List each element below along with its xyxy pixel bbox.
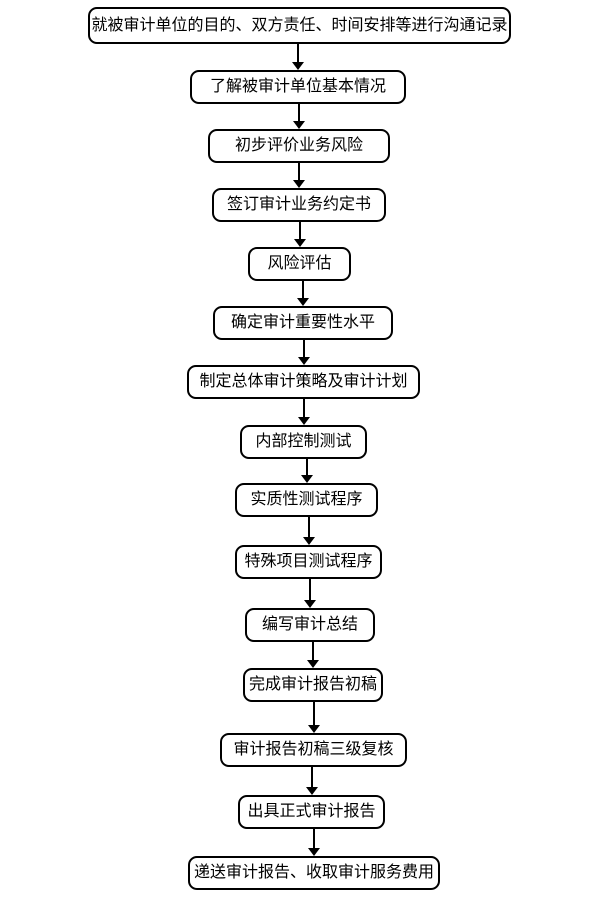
arrow-line: [313, 702, 315, 725]
arrow-down-icon: [308, 829, 320, 856]
flow-node-sign-engagement-letter: 签订审计业务约定书: [212, 188, 386, 222]
flow-node-preliminary-risk-eval: 初步评价业务风险: [208, 129, 390, 163]
arrow-line: [309, 579, 311, 600]
flow-node-risk-assessment: 风险评估: [248, 247, 351, 281]
arrow-head-icon: [297, 298, 309, 306]
flow-node-audit-strategy-plan: 制定总体审计策略及审计计划: [187, 365, 420, 399]
arrow-line: [312, 642, 314, 660]
arrow-down-icon: [297, 281, 309, 306]
arrow-down-icon: [303, 517, 315, 545]
flow-node-draft-report: 完成审计报告初稿: [243, 668, 383, 702]
arrow-down-icon: [304, 579, 316, 608]
flow-node-special-project-test: 特殊项目测试程序: [235, 545, 382, 579]
arrow-head-icon: [307, 660, 319, 668]
arrow-head-icon: [293, 121, 305, 129]
arrow-line: [308, 517, 310, 537]
arrow-head-icon: [304, 600, 316, 608]
arrow-down-icon: [298, 340, 310, 365]
flow-node-audit-summary: 编写审计总结: [245, 608, 375, 642]
arrow-line: [298, 104, 300, 121]
arrow-head-icon: [298, 417, 310, 425]
arrow-line: [313, 829, 315, 848]
arrow-head-icon: [293, 180, 305, 188]
flow-node-communication-record: 就被审计单位的目的、双方责任、时间安排等进行沟通记录: [88, 7, 511, 44]
arrow-line: [298, 163, 300, 180]
arrow-down-icon: [301, 459, 313, 483]
flow-node-issue-formal-report: 出具正式审计报告: [238, 795, 385, 829]
arrow-head-icon: [308, 725, 320, 733]
flow-node-three-level-review: 审计报告初稿三级复核: [220, 733, 407, 767]
arrow-down-icon: [294, 222, 306, 247]
arrow-down-icon: [306, 767, 318, 795]
flow-node-deliver-report-collect-fee: 递送审计报告、收取审计服务费用: [188, 856, 440, 890]
arrow-line: [306, 459, 308, 475]
arrow-down-icon: [293, 104, 305, 129]
flow-node-understand-client: 了解被审计单位基本情况: [190, 70, 406, 104]
flow-node-materiality-level: 确定审计重要性水平: [213, 306, 393, 340]
arrow-line: [297, 44, 299, 62]
arrow-line: [302, 281, 304, 298]
flow-node-substantive-test: 实质性测试程序: [235, 483, 378, 517]
arrow-line: [299, 222, 301, 239]
arrow-down-icon: [293, 163, 305, 188]
arrow-line: [303, 340, 305, 357]
arrow-down-icon: [308, 702, 320, 733]
arrow-head-icon: [298, 357, 310, 365]
arrow-down-icon: [307, 642, 319, 668]
arrow-head-icon: [301, 475, 313, 483]
arrow-head-icon: [292, 62, 304, 70]
arrow-head-icon: [308, 848, 320, 856]
arrow-head-icon: [303, 537, 315, 545]
arrow-down-icon: [298, 399, 310, 425]
arrow-head-icon: [306, 787, 318, 795]
flow-node-internal-control-test: 内部控制测试: [240, 425, 367, 459]
arrow-down-icon: [292, 44, 304, 70]
arrow-head-icon: [294, 239, 306, 247]
arrow-line: [311, 767, 313, 787]
arrow-line: [303, 399, 305, 417]
